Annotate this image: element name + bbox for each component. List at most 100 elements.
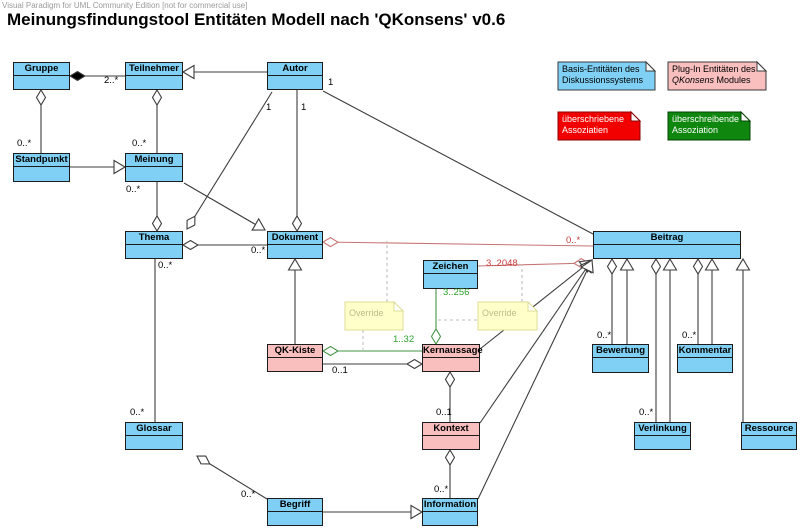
note-line-segment: Override [482, 308, 517, 318]
multiplicity-label: 0..* [241, 489, 256, 500]
entity-attributes-compartment [14, 167, 69, 181]
entity-attributes-compartment [14, 76, 69, 89]
entity-attributes-compartment [268, 76, 322, 89]
entity-attributes-compartment [635, 436, 690, 449]
note-legend-basis[interactable] [557, 61, 656, 91]
multiplicity-label: 2..* [104, 75, 119, 86]
edge-marker-diamond-open [196, 455, 211, 465]
multiplicity-label: 0..1 [436, 407, 452, 418]
watermark-text: Visual Paradigm for UML Community Editio… [2, 1, 248, 10]
note-legend-overridden[interactable] [557, 111, 641, 141]
entity-dokument[interactable]: Dokument [267, 231, 323, 259]
edge-zeichen-beitrag-overridden[interactable] [477, 262, 590, 267]
entity-kontext[interactable]: Kontext [422, 422, 480, 450]
note-fold-corner [740, 110, 752, 122]
entity-name: Dokument [268, 232, 322, 245]
edge-autor-beitrag[interactable] [322, 90, 594, 235]
note-text-override-right: Override [482, 302, 535, 330]
edge-dokument-beitrag-overridden[interactable] [322, 241, 594, 247]
entity-name: Meinung [126, 154, 182, 167]
entity-name: Standpunkt [14, 154, 69, 167]
entity-bewertung[interactable]: Bewertung [592, 344, 649, 373]
entity-qk-kiste[interactable]: QK-Kiste [267, 344, 323, 372]
note-line-segment: Plug-In Entitäten des [672, 64, 756, 74]
entity-attributes-compartment [126, 167, 182, 181]
entity-attributes-compartment [678, 358, 732, 372]
multiplicity-label: 0..* [130, 407, 145, 418]
entity-glossar[interactable]: Glossar [125, 422, 183, 450]
multiplicity-label: 1 [328, 77, 334, 88]
entity-attributes-compartment [423, 436, 479, 449]
entity-verlinkung[interactable]: Verlinkung [634, 422, 691, 450]
note-line-segment: Assoziation [672, 125, 719, 135]
entity-ressource[interactable]: Ressource [741, 422, 797, 450]
entity-standpunkt[interactable]: Standpunkt [13, 153, 70, 182]
note-text-override-left: Override [349, 302, 401, 330]
note-override-right[interactable] [477, 301, 538, 331]
entity-kernaussage[interactable]: Kernaussage [422, 344, 483, 372]
note-fold-corner [645, 60, 657, 72]
edge-marker-triangle-open [580, 259, 594, 274]
entity-attributes-compartment [126, 436, 182, 449]
entity-kommentar[interactable]: Kommentar [677, 344, 733, 373]
note-line-segment: Modules [714, 75, 751, 85]
entity-autor[interactable]: Autor [267, 62, 323, 90]
edge-autor-thema[interactable] [186, 91, 273, 230]
note-line-segment: Diskussionssystems [562, 75, 644, 85]
entity-attributes-compartment [268, 358, 322, 371]
edge-marker-diamond-open [692, 257, 704, 276]
entity-thema[interactable]: Thema [125, 231, 183, 259]
entity-name: QK-Kiste [268, 345, 322, 358]
entity-teilnehmer[interactable]: Teilnehmer [125, 62, 183, 90]
note-fold-corner [527, 300, 539, 312]
edge-kontext-beitrag[interactable] [479, 259, 593, 424]
edge-marker-triangle-open [662, 257, 678, 271]
multiplicity-label: 0..* [251, 245, 266, 256]
note-line-segment: überschreibende [672, 114, 740, 124]
entity-name: Glossar [126, 423, 182, 436]
entity-attributes-compartment [126, 76, 182, 89]
entity-name: Information [423, 499, 477, 512]
multiplicity-label: 0..* [132, 138, 147, 149]
note-legend-overriding[interactable] [667, 111, 751, 141]
edge-meinung-dokument[interactable] [183, 182, 266, 231]
entity-gruppe[interactable]: Gruppe [13, 62, 70, 90]
multiplicity-label: 0..* [566, 235, 581, 246]
entity-name: Bewertung [593, 345, 648, 358]
edge-marker-diamond-open [321, 236, 340, 248]
entity-name: Autor [268, 63, 322, 76]
edge-marker-triangle-open [704, 257, 720, 271]
edge-marker-diamond-open [35, 88, 47, 107]
edge-marker-triangle-open [181, 64, 195, 80]
entity-attributes-compartment [268, 512, 322, 525]
multiplicity-label: 0..* [682, 330, 697, 341]
entity-zeichen[interactable]: Zeichen [423, 260, 478, 289]
edge-marker-triangle-open [619, 257, 635, 271]
entity-information[interactable]: Information [422, 498, 478, 526]
edge-marker-triangle-open [251, 217, 266, 231]
entity-attributes-compartment [126, 245, 182, 258]
entity-beitrag[interactable]: Beitrag [593, 231, 741, 259]
note-override-left[interactable] [344, 301, 404, 331]
edge-marker-diamond-open [151, 214, 163, 233]
edge-marker-diamond-filled [68, 70, 87, 82]
multiplicity-label: 3..2048 [486, 258, 518, 269]
note-line-segment: QKonsens [672, 75, 715, 85]
note-legend-plugin[interactable] [667, 61, 767, 91]
entity-begriff[interactable]: Begriff [267, 498, 323, 526]
multiplicity-label: 3..256 [443, 287, 470, 298]
note-line-segment: Basis-Entitäten des [562, 64, 640, 74]
entity-meinung[interactable]: Meinung [125, 153, 183, 182]
edge-information-beitrag[interactable] [477, 259, 593, 500]
note-fold-corner [630, 110, 642, 122]
entity-attributes-compartment [424, 274, 477, 288]
entity-name: Kernaussage [423, 345, 483, 358]
edge-marker-diamond-open [430, 327, 442, 346]
note-fold-corner [393, 300, 405, 312]
multiplicity-label: 0..* [434, 484, 449, 495]
edge-kernaussage-beitrag[interactable] [479, 259, 593, 350]
entity-name: Gruppe [14, 63, 69, 76]
